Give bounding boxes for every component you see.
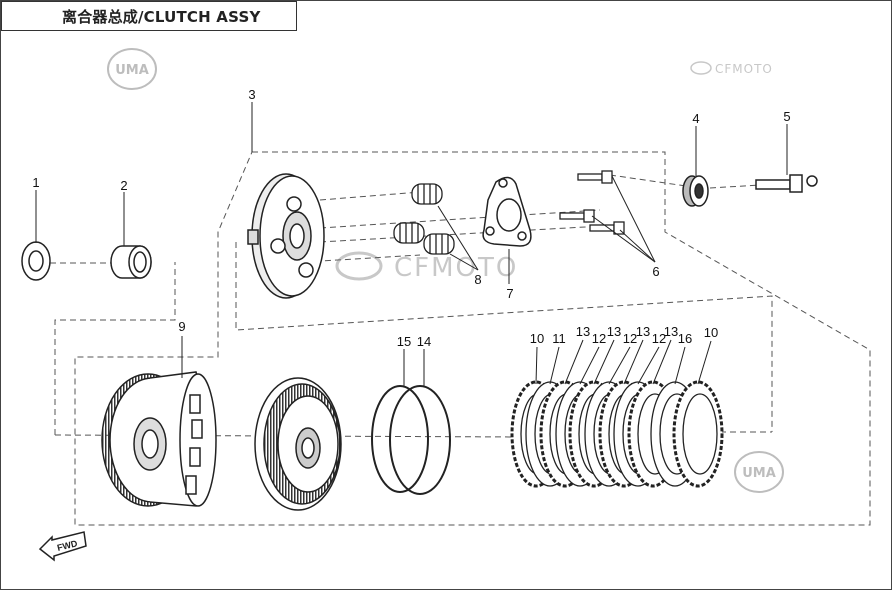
part-bushing: [110, 245, 152, 279]
part-bolts: [559, 170, 625, 235]
cfmoto-watermark-top: CFMOTO: [690, 61, 773, 76]
part-lifter-rod: [755, 174, 818, 193]
plate-leader-line: [549, 346, 560, 385]
plate-callout: 13: [607, 324, 621, 339]
plate-callout: 16: [678, 331, 692, 346]
plate-leader-line: [637, 346, 660, 385]
callout-3: 3: [248, 87, 255, 102]
plate-callout: 12: [592, 331, 606, 346]
plate-leader-line: [623, 339, 644, 385]
callout-1: 1: [32, 175, 39, 190]
clutch-plate: [672, 380, 724, 488]
part-pressure-plate: [247, 173, 325, 299]
callout-4: 4: [692, 111, 699, 126]
cfmoto-watermark-center: CFMOTO: [335, 251, 518, 283]
part-washer: [21, 241, 51, 281]
callout-5: 5: [783, 109, 790, 124]
assembly-dash-lines: [50, 151, 871, 526]
plate-leader-line: [674, 346, 686, 385]
callout-6: 6: [652, 264, 659, 279]
plate-leader-line: [652, 339, 672, 385]
title-box: 离合器总成/CLUTCH ASSY: [1, 1, 297, 31]
plate-callout: 12: [652, 331, 666, 346]
clutch-plate-inner: [682, 393, 718, 475]
plate-callout: 13: [576, 324, 590, 339]
part-clutch-housing: [101, 371, 217, 507]
leader-lines: [35, 102, 788, 386]
plate-callout: 12: [623, 331, 637, 346]
part-bearing: [682, 175, 709, 207]
part-springs: [393, 183, 455, 255]
plate-leader-line: [579, 346, 600, 385]
plate-callout: 10: [530, 331, 544, 346]
callout-7: 7: [506, 286, 513, 301]
plate-leader-line: [697, 340, 712, 385]
plate-leader-line: [593, 339, 615, 385]
part-rings: [371, 385, 451, 495]
callout-14: 14: [417, 334, 431, 349]
svg-text:UMA: UMA: [115, 63, 149, 78]
svg-text:CFMOTO: CFMOTO: [394, 253, 518, 283]
callout-15: 15: [397, 334, 411, 349]
uma-watermark-top: UMA: [107, 48, 157, 90]
part-clutch-hub: [254, 377, 342, 511]
callout-numbers: 1 2 3 4 5 6 7 8 9 15 14: [32, 87, 790, 349]
callout-2: 2: [120, 178, 127, 193]
uma-watermark-bottom: UMA: [734, 451, 784, 493]
plate-leader-line: [564, 339, 584, 385]
svg-text:UMA: UMA: [742, 466, 776, 481]
plate-leader-line: [608, 346, 631, 385]
part-lifter-plate: [482, 176, 532, 247]
callout-8: 8: [474, 272, 481, 287]
fwd-arrow-icon: FWD: [38, 531, 87, 562]
svg-text:CFMOTO: CFMOTO: [715, 62, 773, 76]
plate-leader-line: [535, 346, 538, 385]
part-clutch-plates: [510, 380, 724, 488]
callout-9: 9: [178, 319, 185, 334]
plate-callout: 10: [704, 325, 718, 340]
plate-callout: 11: [552, 331, 566, 346]
svg-text:FWD: FWD: [56, 538, 79, 553]
plate-callout: 13: [636, 324, 650, 339]
diagram-title: 离合器总成/CLUTCH ASSY: [62, 8, 261, 26]
plate-callout: 13: [664, 324, 678, 339]
